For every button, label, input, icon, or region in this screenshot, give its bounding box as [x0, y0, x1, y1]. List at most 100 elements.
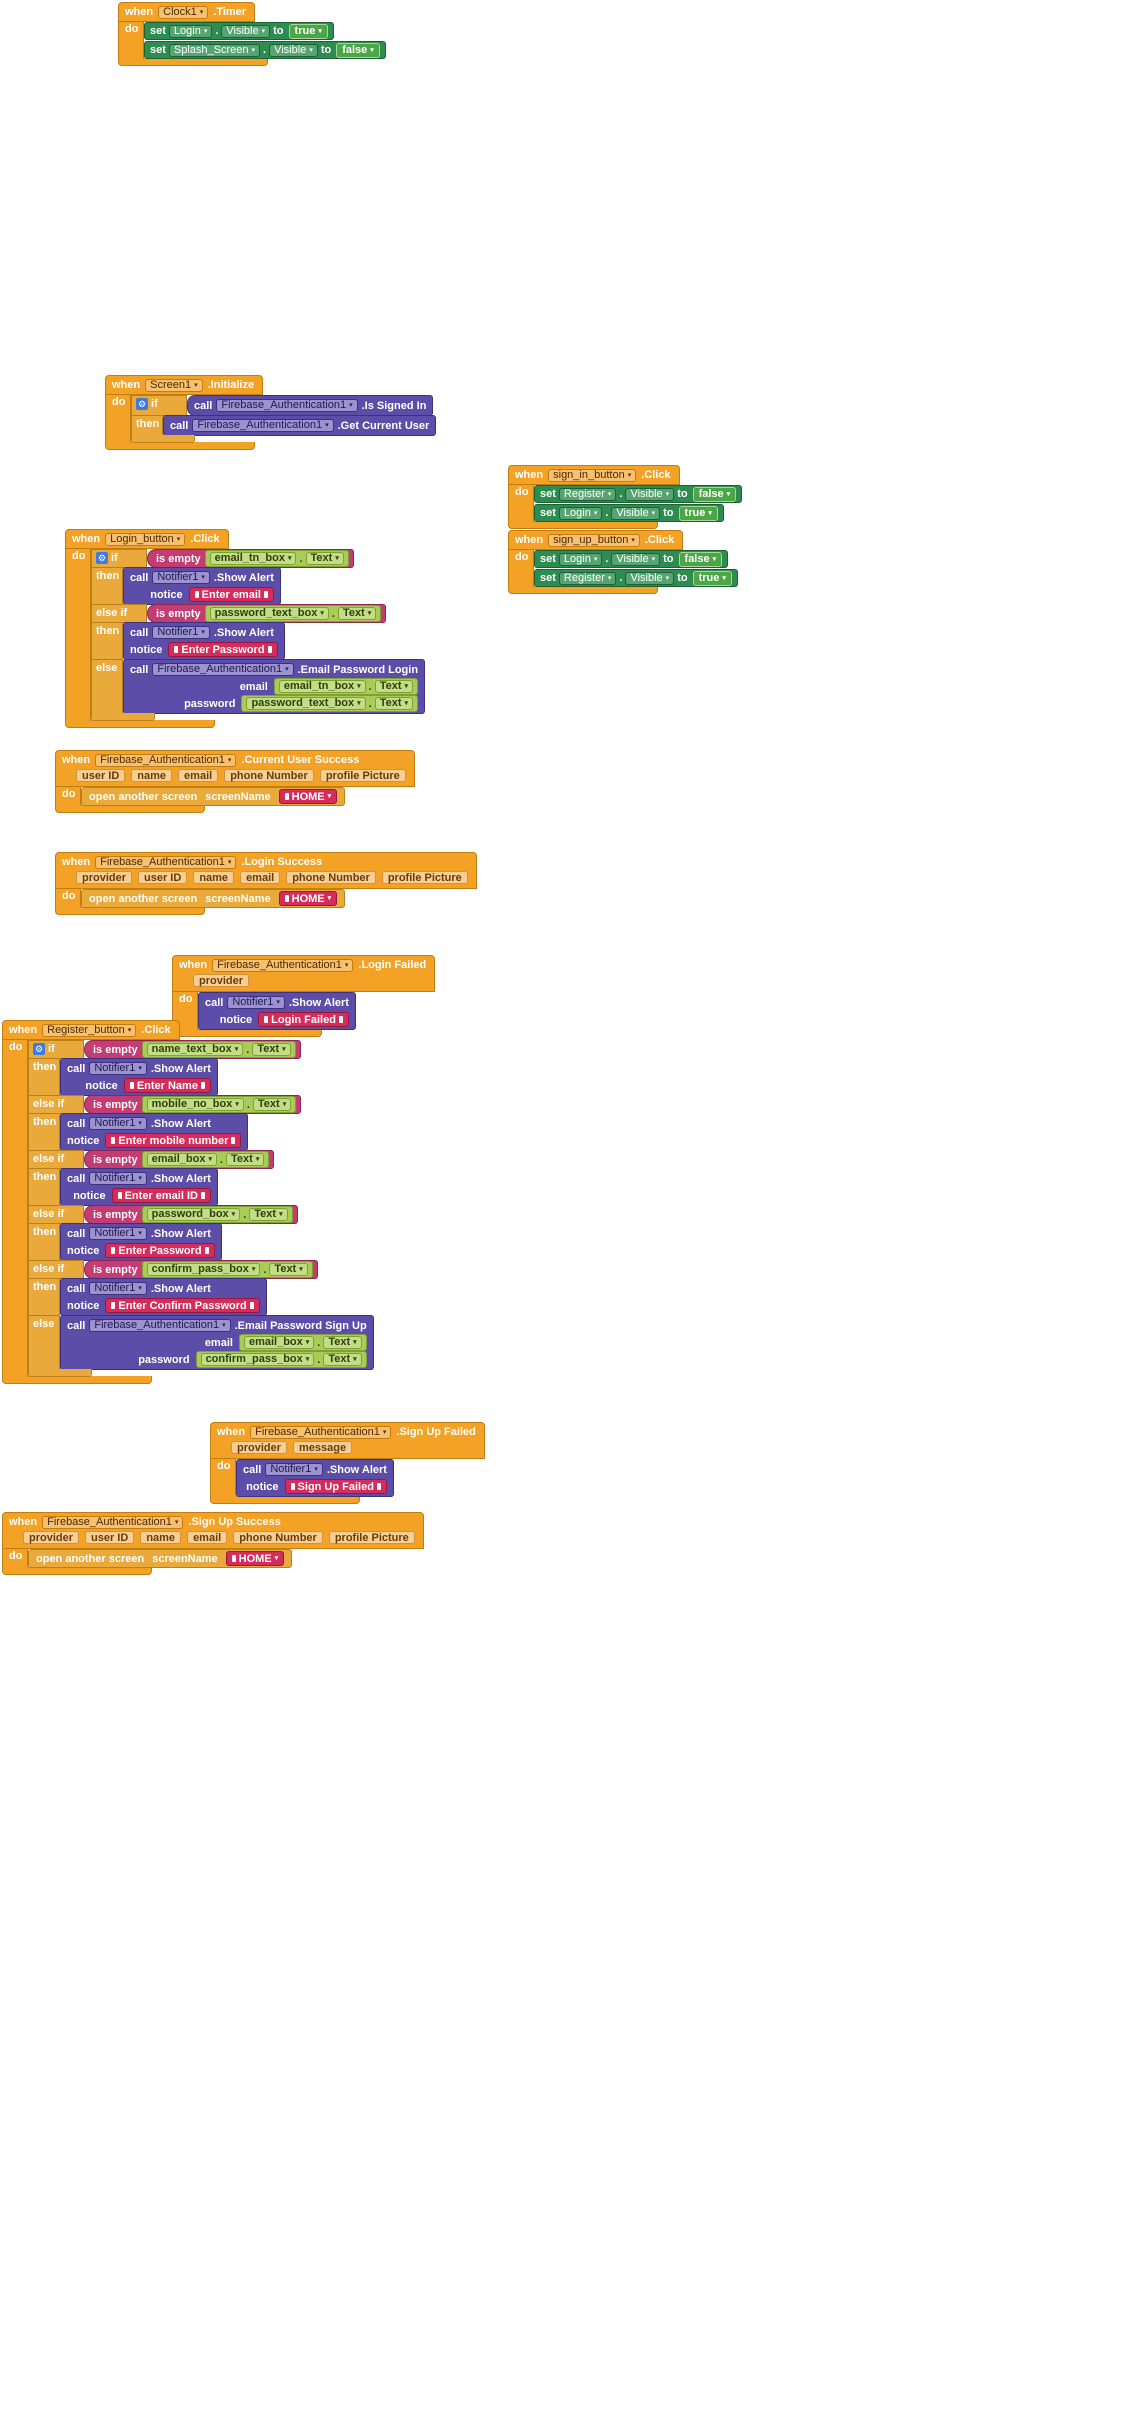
- component-dropdown[interactable]: Splash_Screen▾: [168, 43, 261, 57]
- call-component-dropdown[interactable]: Notifier1▾: [152, 571, 210, 584]
- call-component-dropdown[interactable]: Notifier1▾: [89, 1117, 147, 1130]
- set-property-block[interactable]: set Login▾ . Visible▾ to true▾: [144, 22, 334, 40]
- property-dropdown[interactable]: Text▾: [269, 1263, 308, 1276]
- component-dropdown[interactable]: Register▾: [558, 571, 617, 585]
- property-getter-block[interactable]: confirm_pass_box▾ . Text▾: [141, 1261, 313, 1278]
- event-header[interactable]: when Firebase_Authentication1▾ .Login Fa…: [172, 955, 436, 992]
- property-dropdown[interactable]: Text▾: [337, 607, 377, 620]
- component-dropdown[interactable]: confirm_pass_box▾: [146, 1263, 261, 1276]
- param-pill[interactable]: email: [240, 871, 281, 884]
- property-dropdown[interactable]: Visible▾: [625, 571, 675, 585]
- logic-value-block[interactable]: false▾: [336, 42, 380, 58]
- if-else-block[interactable]: ⚙if is empty email_tn_box▾ . Text▾ then …: [91, 549, 426, 721]
- event-header[interactable]: when Screen1▾ .Initialize: [105, 375, 264, 395]
- property-getter-block[interactable]: password_text_box▾ . Text▾: [241, 695, 419, 712]
- property-dropdown[interactable]: Visible▾: [625, 487, 675, 501]
- param-pill[interactable]: name: [140, 1531, 182, 1544]
- param-pill[interactable]: profile Picture: [328, 1531, 415, 1544]
- property-getter-block[interactable]: name_text_box▾ . Text▾: [141, 1041, 296, 1058]
- property-getter-block[interactable]: email_box▾ . Text▾: [141, 1151, 270, 1168]
- text-string-block[interactable]: Enter mobile number: [105, 1133, 242, 1148]
- string-text[interactable]: Enter mobile number: [118, 1134, 229, 1147]
- screen-name-text-block[interactable]: HOME▾: [278, 891, 338, 906]
- call-show-alert-block[interactable]: call Notifier1▾ .Show Alert notice Login…: [198, 992, 356, 1030]
- text-string-block[interactable]: Enter email ID: [111, 1188, 211, 1203]
- text-string-block[interactable]: Enter Name: [123, 1078, 211, 1093]
- logic-value-block[interactable]: true▾: [288, 23, 328, 39]
- text-string-block[interactable]: Sign Up Failed: [284, 1479, 387, 1494]
- call-component-dropdown[interactable]: Firebase_Authentication1▾: [192, 419, 334, 432]
- event-component-dropdown[interactable]: Clock1▾: [158, 5, 209, 19]
- string-text[interactable]: Enter Confirm Password: [118, 1299, 247, 1312]
- property-dropdown[interactable]: Visible▾: [611, 552, 661, 566]
- event-header[interactable]: when sign_in_button▾ .Click: [508, 465, 680, 485]
- text-string-block[interactable]: Enter Confirm Password: [105, 1298, 260, 1313]
- component-dropdown[interactable]: email_tn_box▾: [209, 552, 297, 565]
- param-pill[interactable]: email: [187, 1531, 228, 1544]
- mutator-gear-icon[interactable]: ⚙: [96, 552, 108, 564]
- string-text[interactable]: Enter Password: [118, 1244, 202, 1257]
- is-empty-block[interactable]: is empty password_text_box▾ . Text▾: [147, 604, 387, 623]
- is-empty-block[interactable]: is empty email_tn_box▾ . Text▾: [147, 549, 354, 568]
- property-getter-block[interactable]: email_tn_box▾ . Text▾: [273, 678, 419, 695]
- set-property-block[interactable]: set Splash_Screen▾ . Visible▾ to false▾: [144, 41, 386, 59]
- event-header[interactable]: when sign_up_button▾ .Click: [508, 530, 684, 550]
- property-getter-block[interactable]: confirm_pass_box▾ . Text▾: [195, 1351, 367, 1368]
- if-else-block[interactable]: ⚙if is empty name_text_box▾ . Text▾ then…: [28, 1040, 374, 1377]
- string-text[interactable]: HOME: [291, 892, 325, 905]
- event-component-dropdown[interactable]: Firebase_Authentication1▾: [250, 1425, 392, 1439]
- property-dropdown[interactable]: Text▾: [323, 1336, 362, 1349]
- call-show-alert-block[interactable]: call Notifier1▾ .Show Alert notice Enter…: [60, 1113, 249, 1151]
- property-dropdown[interactable]: Text▾: [249, 1208, 288, 1221]
- logic-value-block[interactable]: true▾: [678, 505, 718, 521]
- event-component-dropdown[interactable]: Firebase_Authentication1▾: [212, 958, 354, 972]
- when-sign-up-failed-block[interactable]: when Firebase_Authentication1▾ .Sign Up …: [210, 1422, 485, 1504]
- property-getter-block[interactable]: email_tn_box▾ . Text▾: [204, 550, 349, 567]
- call-email-password-sign-up-block[interactable]: call Firebase_Authentication1▾ .Email Pa…: [60, 1315, 374, 1370]
- component-dropdown[interactable]: email_tn_box▾: [278, 680, 366, 693]
- event-component-dropdown[interactable]: Firebase_Authentication1▾: [42, 1515, 184, 1529]
- call-show-alert-block[interactable]: call Notifier1▾ .Show Alert notice Enter…: [123, 622, 285, 660]
- param-pill[interactable]: message: [293, 1441, 353, 1454]
- open-another-screen-block[interactable]: open another screen screenName HOME▾: [81, 787, 346, 806]
- is-empty-block[interactable]: is empty mobile_no_box▾ . Text▾: [84, 1095, 302, 1114]
- call-show-alert-block[interactable]: call Notifier1▾ .Show Alert notice Enter…: [60, 1278, 267, 1316]
- component-dropdown[interactable]: password_text_box▾: [246, 697, 366, 710]
- text-string-block[interactable]: Enter email: [188, 587, 274, 602]
- when-login-success-block[interactable]: when Firebase_Authentication1▾ .Login Su…: [55, 852, 477, 915]
- string-text[interactable]: Enter email ID: [124, 1189, 198, 1202]
- property-dropdown[interactable]: Visible▾: [221, 24, 271, 38]
- call-component-dropdown[interactable]: Notifier1▾: [227, 996, 285, 1009]
- is-empty-block[interactable]: is empty password_box▾ . Text▾: [84, 1205, 298, 1224]
- set-property-block[interactable]: set Register▾ . Visible▾ to false▾: [534, 485, 743, 503]
- call-component-dropdown[interactable]: Notifier1▾: [89, 1282, 147, 1295]
- call-component-dropdown[interactable]: Firebase_Authentication1▾: [152, 663, 294, 676]
- when-register-button-click-block[interactable]: when Register_button▾ .Click do ⚙if is e…: [2, 1020, 374, 1384]
- open-another-screen-block[interactable]: open another screen screenName HOME▾: [81, 889, 346, 908]
- when-login-button-click-block[interactable]: when Login_button▾ .Click do ⚙if is empt…: [65, 529, 426, 728]
- call-email-password-login-block[interactable]: call Firebase_Authentication1▾ .Email Pa…: [123, 659, 426, 714]
- event-component-dropdown[interactable]: sign_in_button▾: [548, 468, 637, 482]
- component-dropdown[interactable]: name_text_box▾: [146, 1043, 244, 1056]
- param-pill[interactable]: profile Picture: [319, 769, 406, 782]
- is-empty-block[interactable]: is empty confirm_pass_box▾ . Text▾: [84, 1260, 318, 1279]
- param-pill[interactable]: provider: [193, 974, 250, 987]
- string-text[interactable]: HOME: [291, 790, 325, 803]
- is-empty-block[interactable]: is empty email_box▾ . Text▾: [84, 1150, 275, 1169]
- when-clock1-timer-block[interactable]: when Clock1▾ .Timer do set Login▾ . Visi…: [118, 2, 386, 66]
- call-is-signed-in-block[interactable]: call Firebase_Authentication1▾ .Is Signe…: [187, 395, 434, 416]
- component-dropdown[interactable]: password_box▾: [146, 1208, 241, 1221]
- call-component-dropdown[interactable]: Notifier1▾: [89, 1227, 147, 1240]
- string-text[interactable]: Sign Up Failed: [297, 1480, 374, 1493]
- param-pill[interactable]: phone Number: [224, 769, 314, 782]
- open-another-screen-block[interactable]: open another screen screenName HOME▾: [28, 1549, 293, 1568]
- component-dropdown[interactable]: Register▾: [558, 487, 617, 501]
- param-pill[interactable]: provider: [76, 871, 133, 884]
- call-component-dropdown[interactable]: Notifier1▾: [89, 1062, 147, 1075]
- property-getter-block[interactable]: mobile_no_box▾ . Text▾: [141, 1096, 297, 1113]
- when-sign-up-button-click-block[interactable]: when sign_up_button▾ .Click do set Login…: [508, 530, 738, 594]
- call-component-dropdown[interactable]: Firebase_Authentication1▾: [89, 1319, 231, 1332]
- param-pill[interactable]: name: [131, 769, 173, 782]
- component-dropdown[interactable]: password_text_box▾: [209, 607, 329, 620]
- param-pill[interactable]: phone Number: [286, 871, 376, 884]
